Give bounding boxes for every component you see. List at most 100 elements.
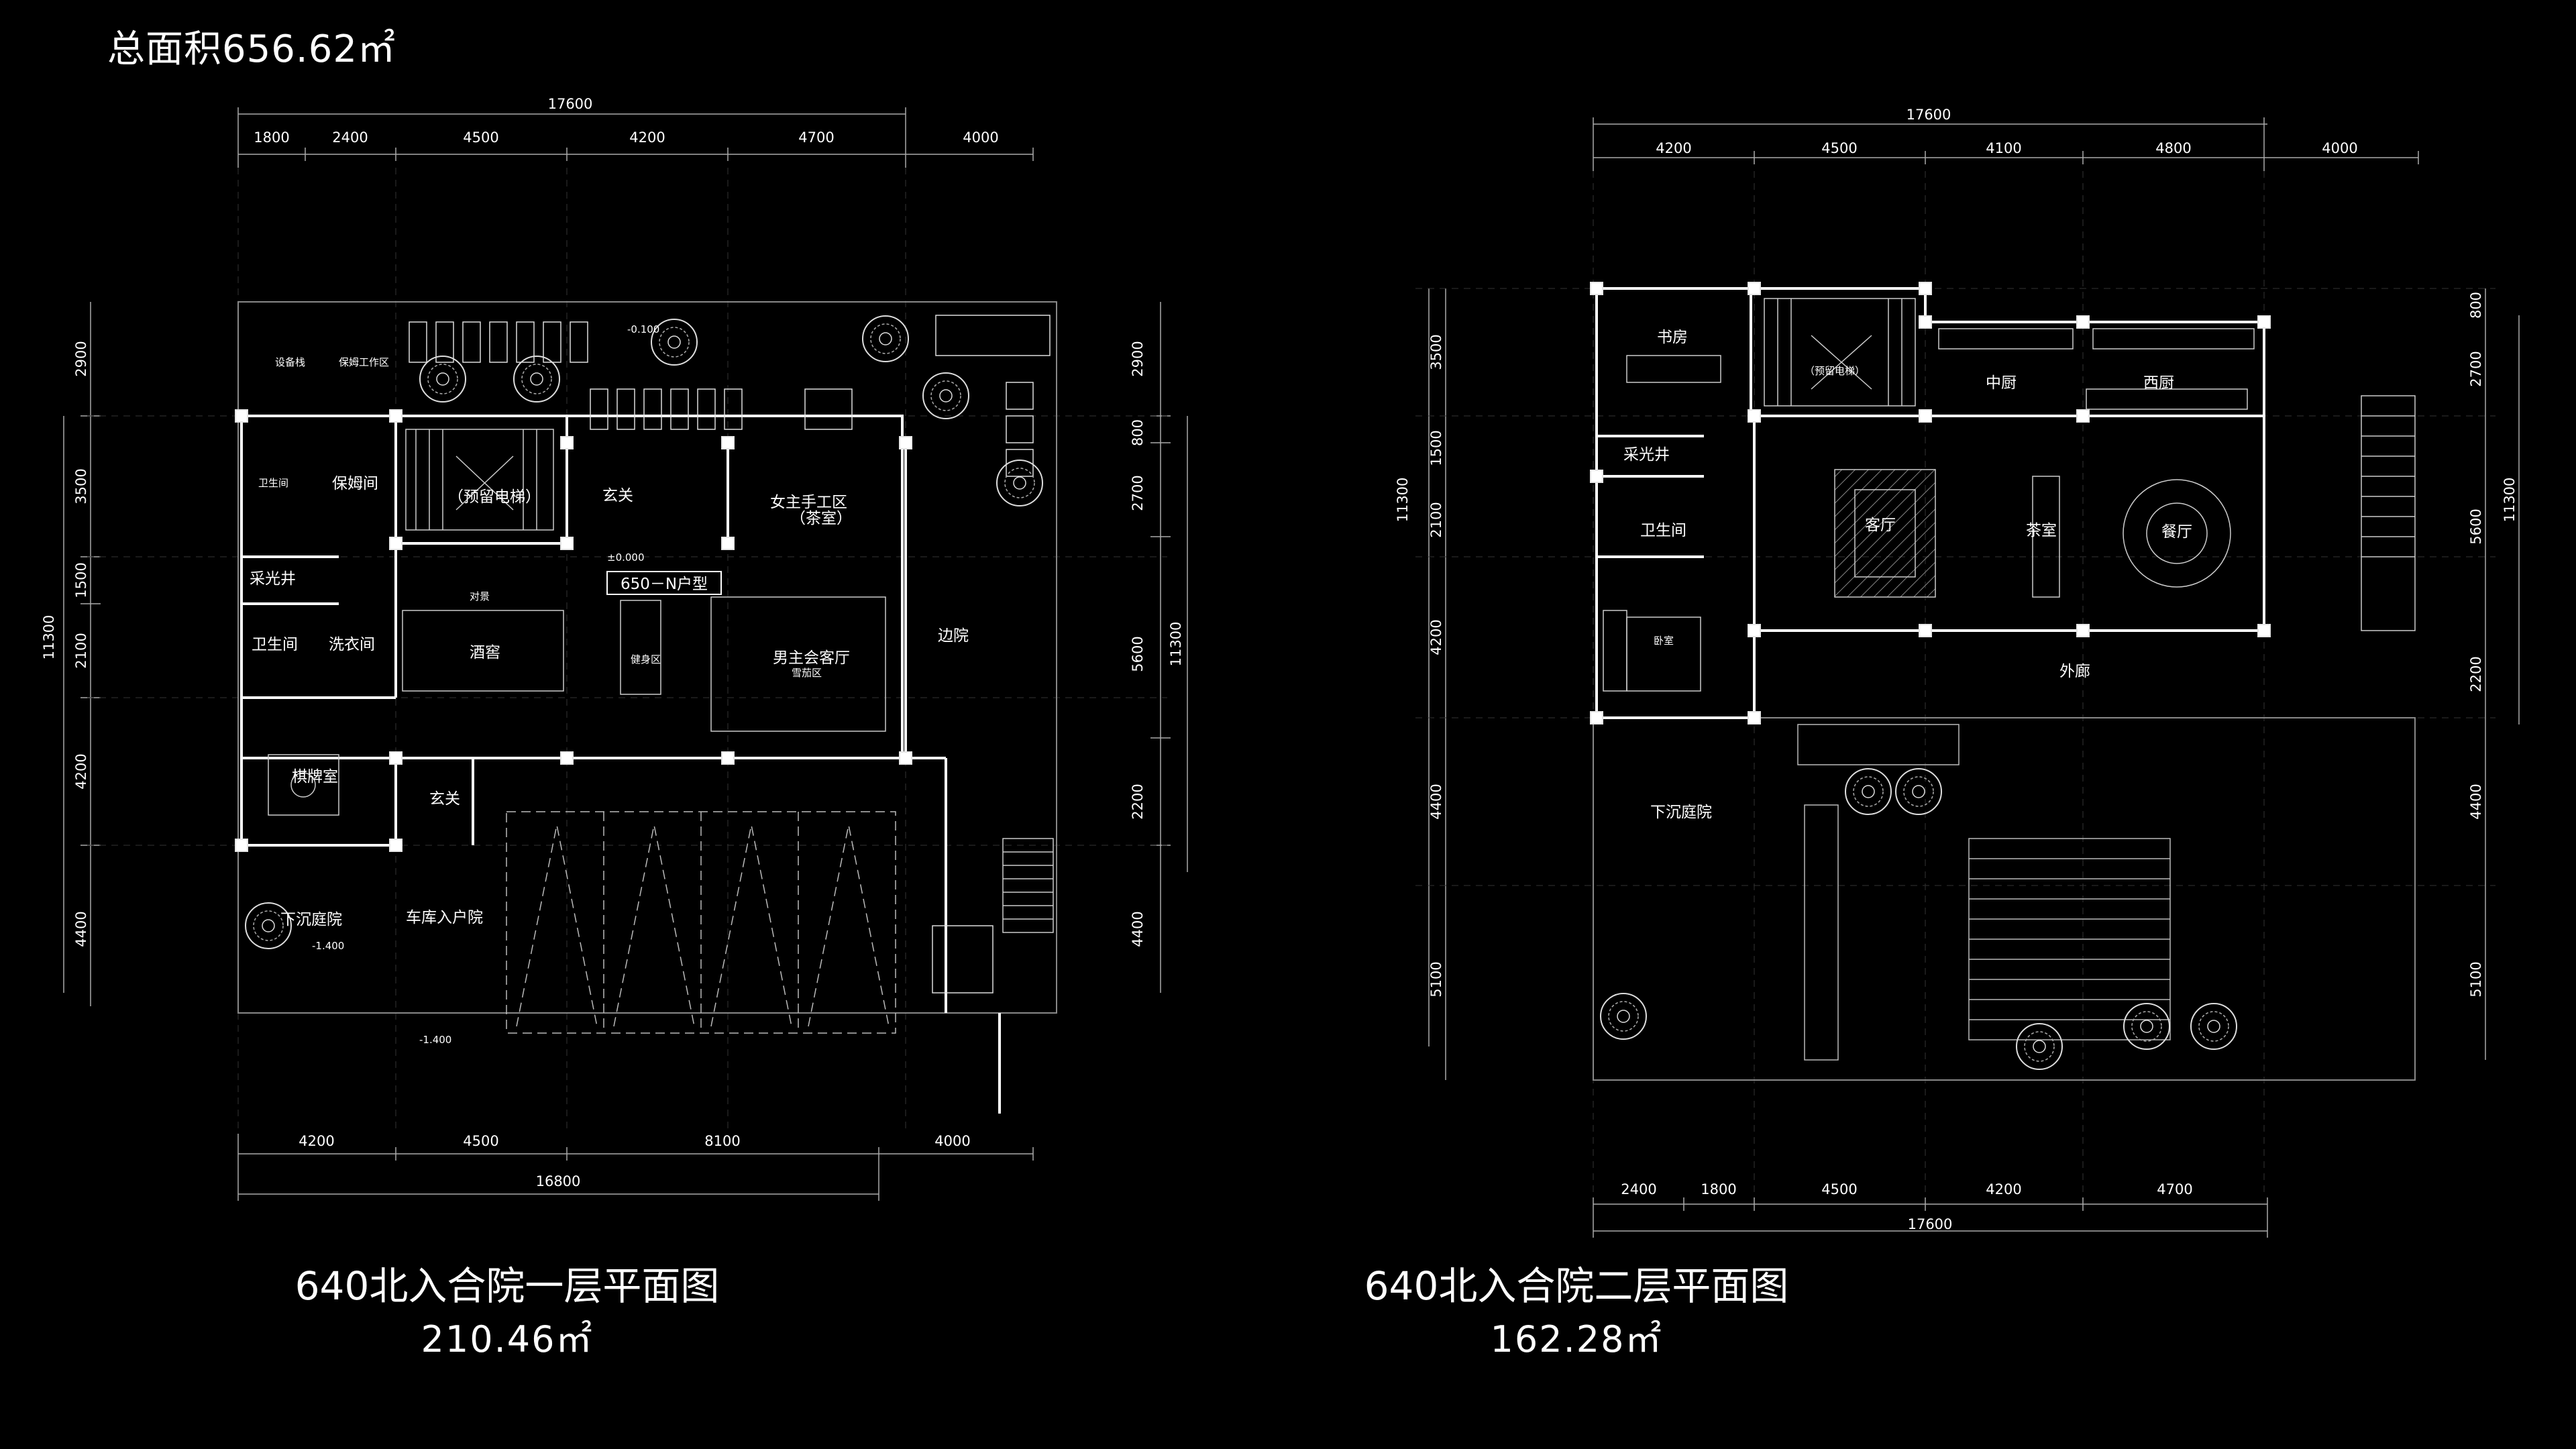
plan2-dim-bottom-5: 4700 xyxy=(2157,1181,2192,1197)
plan2-dim-right-4: 2200 xyxy=(2468,656,2484,692)
plan1-title: 640北入合院一层平面图 xyxy=(294,1263,720,1309)
plan1-room-lightwell: 采光井 xyxy=(250,570,296,588)
plan2-labels: 17600 4200 4500 4100 4800 4000 2400 1800… xyxy=(1395,107,2518,1232)
plan2-room-sunken: 下沉庭院 xyxy=(1650,804,1712,821)
plan2-room-corridor: 外廊 xyxy=(2059,663,2090,680)
plan1-dim-top-1: 1800 xyxy=(254,129,289,146)
plan1-room-side-yard: 边院 xyxy=(938,627,969,645)
plan1-dim-left-5: 4200 xyxy=(73,753,89,789)
plan1-dim-left-2: 3500 xyxy=(73,468,89,504)
plan2-room-bedroom: 卧室 xyxy=(1654,635,1674,647)
plan2-room-dining: 餐厅 xyxy=(2161,523,2192,541)
plan1-room-wc-mid: 卫生间 xyxy=(252,636,298,653)
plan1-dim-right-3: 2700 xyxy=(1130,475,1146,511)
plan2-dim-right-1: 800 xyxy=(2468,292,2484,319)
total-area-label: 总面积656.62㎡ xyxy=(107,28,396,71)
first-floor-plan xyxy=(63,107,1188,1201)
plan1-dim-bottom-1: 4200 xyxy=(299,1133,334,1149)
plan2-room-wc: 卫生间 xyxy=(1640,522,1686,539)
plan1-dim-bottom-2: 4500 xyxy=(463,1133,498,1149)
plan2-dim-bottom-4: 4200 xyxy=(1986,1181,2021,1197)
plan1-room-foyer-top: 玄关 xyxy=(602,487,633,504)
plan1-room-wc-top: 卫生间 xyxy=(258,477,288,489)
plan1-elevation-4: -1.400 xyxy=(419,1034,451,1046)
plan1-room-nanny: 保姆间 xyxy=(332,475,378,492)
plan1-elevation-3: -1.400 xyxy=(312,940,344,952)
plan1-room-gym: 健身区 xyxy=(631,653,661,665)
plan2-room-middle-kitchen: 中厨 xyxy=(1986,374,2017,392)
plan2-dim-top-4: 4800 xyxy=(2155,140,2191,156)
plan1-dim-top-4: 4200 xyxy=(629,129,665,146)
plan1-dim-top-5: 4700 xyxy=(798,129,834,146)
plan1-dim-right-4: 5600 xyxy=(1130,636,1146,672)
plan1-room-cigar: 雪茄区 xyxy=(792,667,822,679)
plan1-area: 210.46㎡ xyxy=(421,1318,594,1360)
plan1-dim-bottom-4: 4000 xyxy=(934,1133,970,1149)
plan1-room-sunken: 下沉庭院 xyxy=(280,911,342,928)
plan1-elevation-2: ±0.000 xyxy=(607,551,645,564)
plan1-room-laundry: 洗衣间 xyxy=(329,636,375,653)
plan1-room-wine: 酒窖 xyxy=(470,644,500,661)
plan2-dim-right-2: 2700 xyxy=(2468,351,2484,386)
plan1-unit-label: 650－N户型 xyxy=(621,576,708,593)
plan2-dim-left-total: 11300 xyxy=(1395,478,1411,523)
plan2-dim-bottom-2: 1800 xyxy=(1701,1181,1736,1197)
plan1-room-card: 棋牌室 xyxy=(292,768,338,786)
plan1-dim-top-2: 2400 xyxy=(332,129,368,146)
plan2-dim-left-6: 5100 xyxy=(1428,961,1444,997)
plan1-dim-sides xyxy=(63,302,1188,1006)
plan1-dim-left-4: 2100 xyxy=(73,633,89,668)
plan2-dim-right-total: 11300 xyxy=(2502,478,2518,523)
plan2-dim-right-3: 5600 xyxy=(2468,508,2484,544)
plan1-room-garage-entry: 车库入户院 xyxy=(406,909,483,926)
plan2-dim-top-1: 4200 xyxy=(1656,140,1691,156)
plan1-dim-right-total: 11300 xyxy=(1168,622,1184,667)
plan2-dim-right-5: 4400 xyxy=(2468,784,2484,819)
plan2-dim-top-total: 17600 xyxy=(1907,107,1951,123)
plan2-dim-left-5: 4400 xyxy=(1428,784,1444,819)
plan1-dim-top-3: 4500 xyxy=(463,129,498,146)
plan2-room-lightwell: 采光井 xyxy=(1623,446,1670,464)
plan1-labels: 17600 1800 2400 4500 4200 4700 4000 4200… xyxy=(41,96,1184,1189)
plan1-dim-right-1: 2900 xyxy=(1130,341,1146,376)
plan1-dim-right-2: 800 xyxy=(1130,419,1146,446)
plan1-room-foyer-bottom: 玄关 xyxy=(429,790,460,808)
second-floor-plan xyxy=(1415,117,2520,1238)
plan1-dim-bottom-3: 8100 xyxy=(704,1133,740,1149)
plan1-dim-left-6: 4400 xyxy=(73,911,89,947)
plan1-room-craft-2: （茶室） xyxy=(790,510,852,527)
plan1-dim-bottom xyxy=(237,1134,1034,1201)
plan2-title: 640北入合院二层平面图 xyxy=(1364,1263,1789,1309)
plan2-dim-top-3: 4100 xyxy=(1986,140,2021,156)
plan1-room-lounge: 男主会客厅 xyxy=(773,649,850,667)
plan2-dim-right-6: 5100 xyxy=(2468,961,2484,997)
plan1-room-pair: 对景 xyxy=(470,590,490,602)
plan2-dim-left-1: 3500 xyxy=(1428,334,1444,370)
plan2-room-western-kitchen: 西厨 xyxy=(2143,374,2174,392)
plan2-dim-top-2: 4500 xyxy=(1821,140,1857,156)
plan2-room-elevator: （预留电梯） xyxy=(1805,365,1865,377)
plan1-dim-right-5: 2200 xyxy=(1130,784,1146,819)
plan1-room-equipment: 设备栈 xyxy=(275,356,305,368)
plan2-room-living: 客厅 xyxy=(1865,517,1896,534)
plan1-dim-bottom-total: 16800 xyxy=(536,1173,581,1189)
plan1-dim-left-total: 11300 xyxy=(41,615,57,660)
plan1-room-nanny-work: 保姆工作区 xyxy=(339,356,389,368)
plan2-dim-left-2: 1500 xyxy=(1428,430,1444,466)
plan2-area: 162.28㎡ xyxy=(1490,1318,1663,1360)
plan1-dim-top xyxy=(237,107,1034,168)
plan2-dim-bottom-3: 4500 xyxy=(1821,1181,1857,1197)
plan2-dim-left-3: 2100 xyxy=(1428,502,1444,537)
plan1-dim-left-1: 2900 xyxy=(73,341,89,376)
plan1-room-craft-1: 女主手工区 xyxy=(770,494,847,511)
plan1-dim-left-3: 1500 xyxy=(73,562,89,598)
plan1-dim-top-total: 17600 xyxy=(548,96,593,112)
plan2-dim-bottom-1: 2400 xyxy=(1621,1181,1656,1197)
plan1-dim-top-6: 4000 xyxy=(963,129,998,146)
plan2-dim-left-4: 4200 xyxy=(1428,619,1444,655)
plan1-dim-right-6: 4400 xyxy=(1130,911,1146,947)
plan2-room-study: 书房 xyxy=(1657,329,1688,346)
plan1-elevation-1: -0.100 xyxy=(627,323,659,335)
plan2-room-tea: 茶室 xyxy=(2026,522,2057,539)
